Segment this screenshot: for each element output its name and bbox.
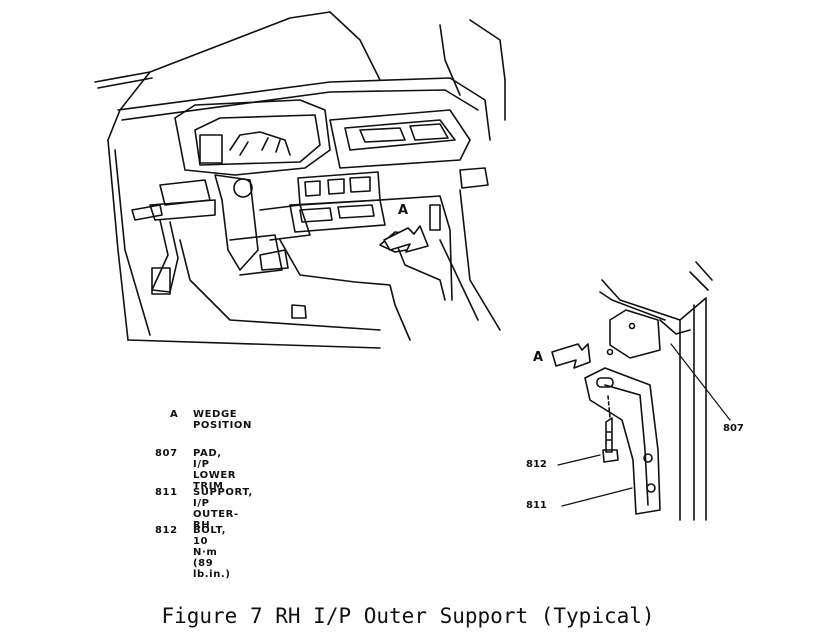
legend-key: A (170, 409, 179, 420)
legend-key: 812 (155, 525, 178, 536)
figure-caption: Figure 7 RH I/P Outer Support (Typical) (161, 604, 655, 628)
callout-811: 811 (526, 500, 547, 511)
legend-text: SUPPORT, I/P OUTER- RH (193, 487, 253, 531)
callout-807: 807 (723, 423, 744, 434)
dash-wedge-callout: A (398, 203, 409, 218)
legend-text: WEDGE POSITION (193, 409, 252, 431)
legend-key: 811 (155, 487, 178, 498)
legend-text: PAD, I/P LOWER TRIM (193, 448, 237, 492)
callout-812: 812 (526, 459, 547, 470)
legend-key: 807 (155, 448, 178, 459)
legend-text: BOLT, 10 N·m (89 lb.in.) (193, 525, 231, 580)
detail-wedge-callout: A (533, 350, 544, 365)
